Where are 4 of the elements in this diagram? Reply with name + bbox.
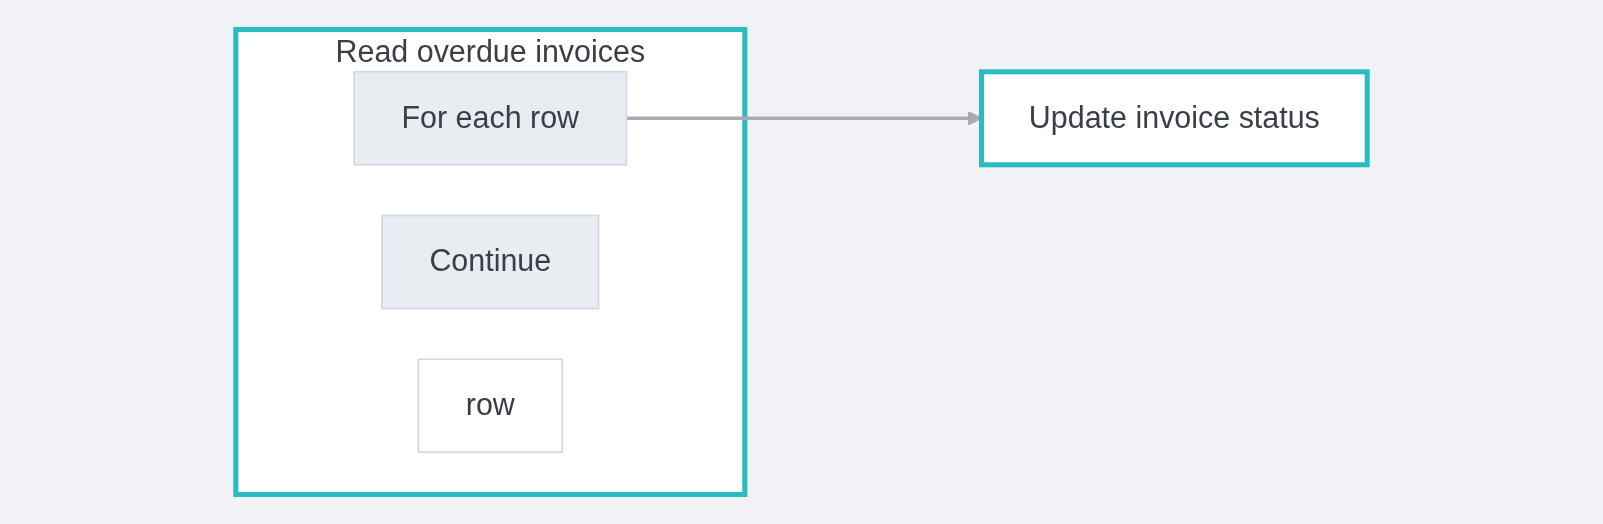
node-box: Continue — [381, 214, 600, 310]
node-box: Update invoice status — [978, 69, 1370, 168]
node-box: row — [417, 358, 564, 454]
node-box: For each row — [353, 70, 628, 166]
